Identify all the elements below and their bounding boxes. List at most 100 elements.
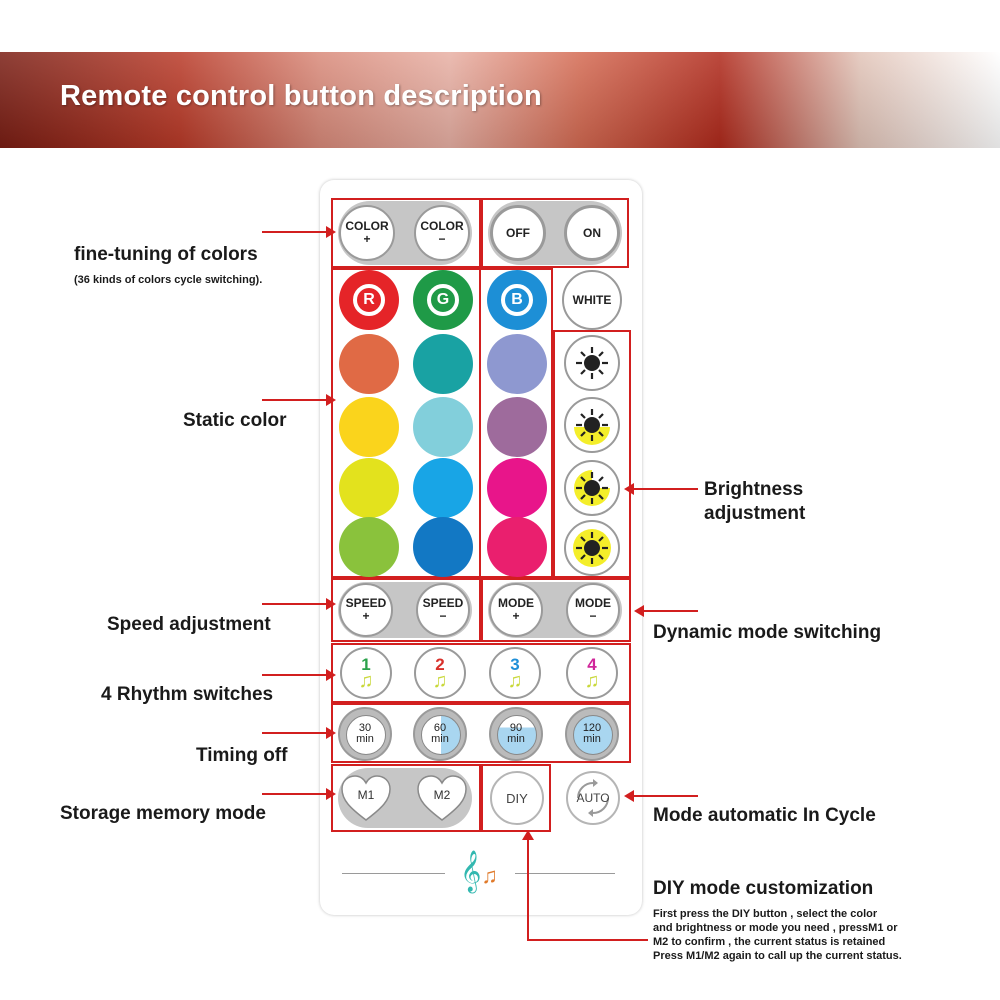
auto-button[interactable]: AUTO [566,771,620,825]
sun-icon [574,409,610,445]
arrow-head [326,788,336,800]
heart-icon [341,775,391,821]
label-storage: Storage memory mode [60,803,266,824]
brightness-button[interactable] [564,335,620,391]
speed-plus-button[interactable]: SPEED+ [339,583,393,637]
diy-button[interactable]: DIY [490,771,544,825]
mode-group [481,578,631,642]
label-fine-tuning: fine-tuning of colors [74,244,258,265]
arrow-head [326,394,336,406]
static-color-button[interactable] [413,458,473,518]
arrow-head [326,598,336,610]
red-button-ring: R [353,284,385,316]
diy-description: First press the DIY button , select the … [653,908,902,962]
logo-rule-left [342,873,445,874]
speed-group [331,578,481,642]
mode-minus-button[interactable]: MODE− [566,583,620,637]
arrow-rhythm [262,674,328,676]
clock-icon [346,715,386,755]
brightness-button[interactable] [564,397,620,453]
off-button[interactable]: OFF [490,205,546,261]
brightness-group [553,330,631,578]
on-button[interactable]: ON [564,205,620,261]
static-color-button[interactable] [487,517,547,577]
arrow-head [624,790,634,802]
label-fine-tuning-sub: (36 kinds of colors cycle switching). [74,274,263,286]
static-color-button[interactable] [413,517,473,577]
music-note-icon: ♫ [358,670,374,692]
brightness-button[interactable] [564,520,620,576]
header-banner [0,52,1000,148]
clock-icon [573,715,613,755]
music-logo-icon: 𝄞♫ [460,850,498,891]
rhythm-button-2[interactable]: 2 ♫ [414,647,466,699]
logo-rule-right [515,873,615,874]
static-color-button[interactable] [339,458,399,518]
arrow-storage [262,793,328,795]
arrow-head [634,605,644,617]
static-color-button[interactable] [487,334,547,394]
m1-button[interactable]: M1 [340,774,392,822]
speed-minus-button[interactable]: SPEED− [416,583,470,637]
static-color-divider [479,268,481,578]
diy-group [481,764,551,832]
brightness-button[interactable] [564,460,620,516]
arrow-speed [262,603,328,605]
static-color-button[interactable] [487,458,547,518]
power-group [481,198,629,268]
green-button[interactable]: G [413,270,473,330]
page-title: Remote control button description [60,80,542,112]
arrow-head [522,830,534,840]
static-color-button[interactable] [339,397,399,457]
m2-button[interactable]: M2 [416,774,468,822]
rhythm-button-3[interactable]: 3 ♫ [489,647,541,699]
label-static-color: Static color [183,410,287,431]
arrow-head [624,483,634,495]
label-brightness-2: adjustment [704,503,806,524]
heart-icon [417,775,467,821]
clock-icon [497,715,537,755]
label-diy-title: DIY mode customization [653,878,874,899]
white-button[interactable]: WHITE [562,270,622,330]
arrow-dynamic-mode [642,610,698,612]
arrow-head [326,226,336,238]
arrow-timing [262,732,328,734]
sun-icon [573,529,611,567]
label-brightness-1: Brightness [704,479,804,500]
cycle-icon [577,779,609,817]
sun-icon [572,343,612,383]
label-dynamic-mode: Dynamic mode switching [653,622,882,643]
arrow-diy-horizontal [528,939,648,941]
arrow-static-color [262,399,328,401]
static-color-button[interactable] [339,334,399,394]
static-color-button[interactable] [339,517,399,577]
label-auto-cycle: Mode automatic In Cycle [653,805,876,826]
arrow-auto-cycle [632,795,698,797]
music-note-icon: ♫ [432,670,448,692]
color-plus-button[interactable]: COLOR+ [339,205,395,261]
arrow-head [326,669,336,681]
static-color-button[interactable] [413,397,473,457]
static-color-button[interactable] [413,334,473,394]
music-note-icon: ♫ [507,670,523,692]
arrow-brightness [632,488,698,490]
arrow-head [326,727,336,739]
blue-button[interactable]: B [487,270,547,330]
rhythm-button-1[interactable]: 1 ♫ [340,647,392,699]
color-minus-button[interactable]: COLOR− [414,205,470,261]
music-note-icon: ♫ [584,670,600,692]
label-speed: Speed adjustment [107,614,271,635]
rhythm-button-4[interactable]: 4 ♫ [566,647,618,699]
label-rhythm: 4 Rhythm switches [101,684,274,705]
arrow-diy-vertical [527,838,529,941]
red-button[interactable]: R [339,270,399,330]
static-color-button[interactable] [487,397,547,457]
arrow-fine-tuning [262,231,328,233]
blue-button-ring: B [501,284,533,316]
mode-plus-button[interactable]: MODE+ [489,583,543,637]
clock-icon [421,715,461,755]
